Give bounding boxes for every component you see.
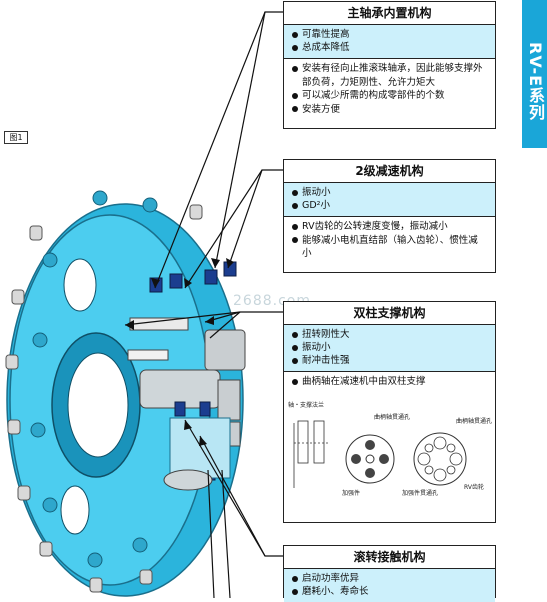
label-crank-hole: 曲柄轴贯通孔 [374, 413, 410, 421]
rv-reducer-illustration [5, 190, 246, 597]
panel-two-stage-reduction: 2级减速机构 振动小 GD²小 RV齿轮的公转速度变慢，振动减小 能够减小电机直… [283, 159, 496, 273]
feature-list: 扭转刚性大 振动小 耐冲击性强 [284, 325, 495, 372]
panel-title: 主轴承内置机构 [284, 2, 495, 25]
detail-item: 曲柄轴在减速机中由双柱支撑 [292, 375, 487, 389]
series-tab: RV-E系列 [522, 0, 547, 148]
detail-item: 可以减少所需的构成零部件的个数 [292, 89, 487, 103]
detail-list: 安装有径向止推滚珠轴承，因此能够支撑外部负荷，力矩刚性、允许力矩大 可以减少所需… [284, 59, 495, 120]
panel-title: 双柱支撑机构 [284, 302, 495, 325]
label-rv-gear: RV齿轮 [464, 483, 484, 491]
figure-label: 图1 [4, 131, 28, 144]
detail-item: RV齿轮的公转速度变慢，振动减小 [292, 220, 487, 234]
label-shaft-flange: 轴・支撑法兰 [288, 401, 324, 409]
label-fastener: 加强件 [342, 489, 360, 497]
detail-list: RV齿轮的公转速度变慢，振动减小 能够减小电机直结部（输入齿轮）、惯性减小 [284, 217, 495, 265]
feature-list: 振动小 GD²小 [284, 183, 495, 217]
support-diagram: 轴・支撑法兰 曲柄轴贯通孔 加强件 曲柄轴贯通孔 加强件贯通孔 RV齿轮 [288, 401, 492, 497]
panel-double-column-support: 双柱支撑机构 扭转刚性大 振动小 耐冲击性强 曲柄轴在减速机中由双柱支撑 轴・支… [283, 301, 496, 523]
panel-title: 滚转接触机构 [284, 546, 495, 569]
feature-item: 可靠性提高 [292, 28, 487, 41]
feature-item: 扭转刚性大 [292, 328, 487, 341]
panel-title: 2级减速机构 [284, 160, 495, 183]
feature-item: 磨耗小、寿命长 [292, 585, 487, 598]
panel-main-bearing: 主轴承内置机构 可靠性提高 总成本降低 安装有径向止推滚珠轴承，因此能够支撑外部… [283, 1, 496, 129]
feature-item: 耐冲击性强 [292, 354, 487, 367]
detail-item: 安装方便 [292, 103, 487, 117]
label-crank-hole-2: 曲柄轴贯通孔 [456, 417, 492, 425]
feature-item: 总成本降低 [292, 41, 487, 54]
feature-item: 启动功率优异 [292, 572, 487, 585]
detail-item: 能够减小电机直结部（输入齿轮）、惯性减小 [292, 234, 487, 261]
feature-item: GD²小 [292, 199, 487, 212]
feature-item: 振动小 [292, 341, 487, 354]
feature-list: 可靠性提高 总成本降低 [284, 25, 495, 59]
detail-list: 曲柄轴在减速机中由双柱支撑 [284, 372, 495, 393]
detail-item: 安装有径向止推滚珠轴承，因此能够支撑外部负荷，力矩刚性、允许力矩大 [292, 62, 487, 89]
feature-list: 启动功率优异 磨耗小、寿命长 [284, 569, 495, 602]
feature-item: 振动小 [292, 186, 487, 199]
label-fastener-hole: 加强件贯通孔 [402, 489, 438, 497]
panel-rolling-contact: 滚转接触机构 启动功率优异 磨耗小、寿命长 [283, 545, 496, 602]
